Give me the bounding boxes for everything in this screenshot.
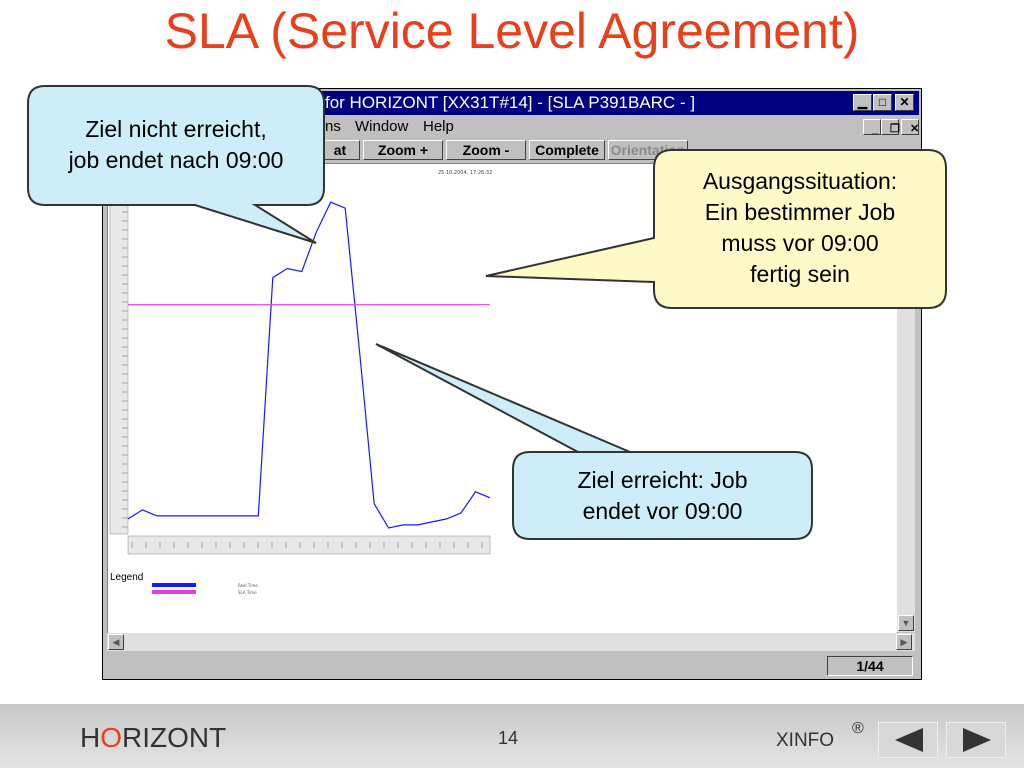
legend-swatch-real	[152, 583, 196, 587]
page-indicator: 1/44	[827, 656, 913, 676]
callout-top-left-line2: job endet nach 09:00	[68, 147, 284, 173]
legend-item-sla: SLA Time	[238, 590, 257, 595]
minimize-icon: ▁	[857, 95, 868, 109]
brand-rest: RIZONT	[122, 722, 227, 753]
chart-series	[127, 201, 491, 529]
scroll-right-arrow-icon[interactable]: ▶	[896, 634, 912, 650]
x-axis-ticks	[131, 542, 483, 548]
horizontal-scrollbar[interactable]: ◀ ▶	[107, 633, 915, 651]
arrow-left-icon	[895, 728, 923, 752]
brand-h: H	[80, 722, 101, 753]
callout-right-text: Ausgangssituation: Ein bestimmer Job mus…	[654, 166, 946, 290]
x-axis-ruler	[127, 535, 491, 555]
menu-item-partial[interactable]: ns	[325, 118, 341, 135]
zoom-in-button[interactable]: Zoom +	[363, 140, 443, 160]
window-title: for HORIZONT [XX31T#14] - [SLA P391BARC …	[325, 93, 696, 112]
doc-close-button[interactable]: ✕	[901, 119, 919, 135]
legend-item-real: Real Time	[238, 583, 258, 588]
complete-button[interactable]: Complete	[529, 140, 605, 160]
doc-minimize-button[interactable]: _	[863, 119, 881, 135]
callout-top-left-text: Ziel nicht erreicht, job endet nach 09:0…	[28, 114, 324, 176]
maximize-icon: □	[878, 95, 887, 109]
next-slide-button[interactable]	[946, 722, 1006, 758]
menu-item-window[interactable]: Window	[355, 118, 409, 135]
arrow-right-icon	[963, 728, 991, 752]
close-icon: ✕	[910, 123, 920, 135]
callout-top-left-line1: Ziel nicht erreicht,	[85, 116, 267, 142]
orientation-button[interactable]: Orientation	[608, 140, 688, 160]
zoom-out-button[interactable]: Zoom -	[446, 140, 526, 160]
slide-page-number: 14	[498, 728, 519, 748]
doc-restore-button[interactable]: ❐	[881, 119, 900, 135]
previous-slide-button[interactable]	[878, 722, 938, 758]
restore-icon: ❐	[890, 123, 900, 135]
registered-mark: ®	[852, 720, 864, 737]
legend-label: Legend	[110, 572, 143, 583]
menu-item-help[interactable]: Help	[423, 118, 454, 135]
sla-chart: 25.10.2004, 17:26:32 Legend Real Time SL…	[109, 170, 492, 595]
scroll-left-arrow-icon[interactable]: ◀	[108, 634, 124, 650]
callout-right-line4: fertig sein	[750, 261, 850, 287]
scroll-down-arrow-icon[interactable]: ▼	[898, 615, 914, 631]
brand-o: O	[100, 722, 123, 753]
legend-swatch-sla	[152, 590, 196, 594]
status-bar: 1/44	[105, 654, 919, 678]
callout-right-line1: Ausgangssituation:	[702, 168, 898, 194]
callout-bottom-line1: Ziel erreicht: Job	[577, 467, 748, 493]
callout-right-line2: Ein bestimmer Job	[704, 199, 896, 225]
brand-logo: HORIZONT	[80, 722, 226, 754]
maximize-button[interactable]: □	[873, 94, 892, 111]
callout-right-line3: muss vor 09:00	[721, 230, 879, 256]
chart-timestamp: 25.10.2004, 17:26:32	[438, 170, 492, 176]
slide-title: SLA (Service Level Agreement)	[164, 3, 860, 59]
minimize-button[interactable]: ▁	[853, 94, 872, 111]
series-real-line	[127, 201, 491, 529]
toolbar-button-partial[interactable]: at	[320, 140, 360, 160]
window-titlebar[interactable]: for HORIZONT [XX31T#14] - [SLA P391BARC …	[105, 91, 919, 115]
close-button[interactable]: ✕	[895, 94, 914, 111]
menubar: ns Window Help _ ❐ ✕	[105, 116, 919, 138]
product-name: XINFO	[776, 730, 835, 751]
close-icon: ✕	[899, 95, 910, 109]
slide-footer: HORIZONT 14 XINFO ®	[0, 704, 1024, 768]
minimize-icon: _	[872, 123, 879, 135]
callout-bottom-text: Ziel erreicht: Job endet vor 09:00	[513, 465, 812, 527]
y-axis-ruler	[109, 171, 129, 535]
callout-bottom-line2: endet vor 09:00	[582, 498, 743, 524]
